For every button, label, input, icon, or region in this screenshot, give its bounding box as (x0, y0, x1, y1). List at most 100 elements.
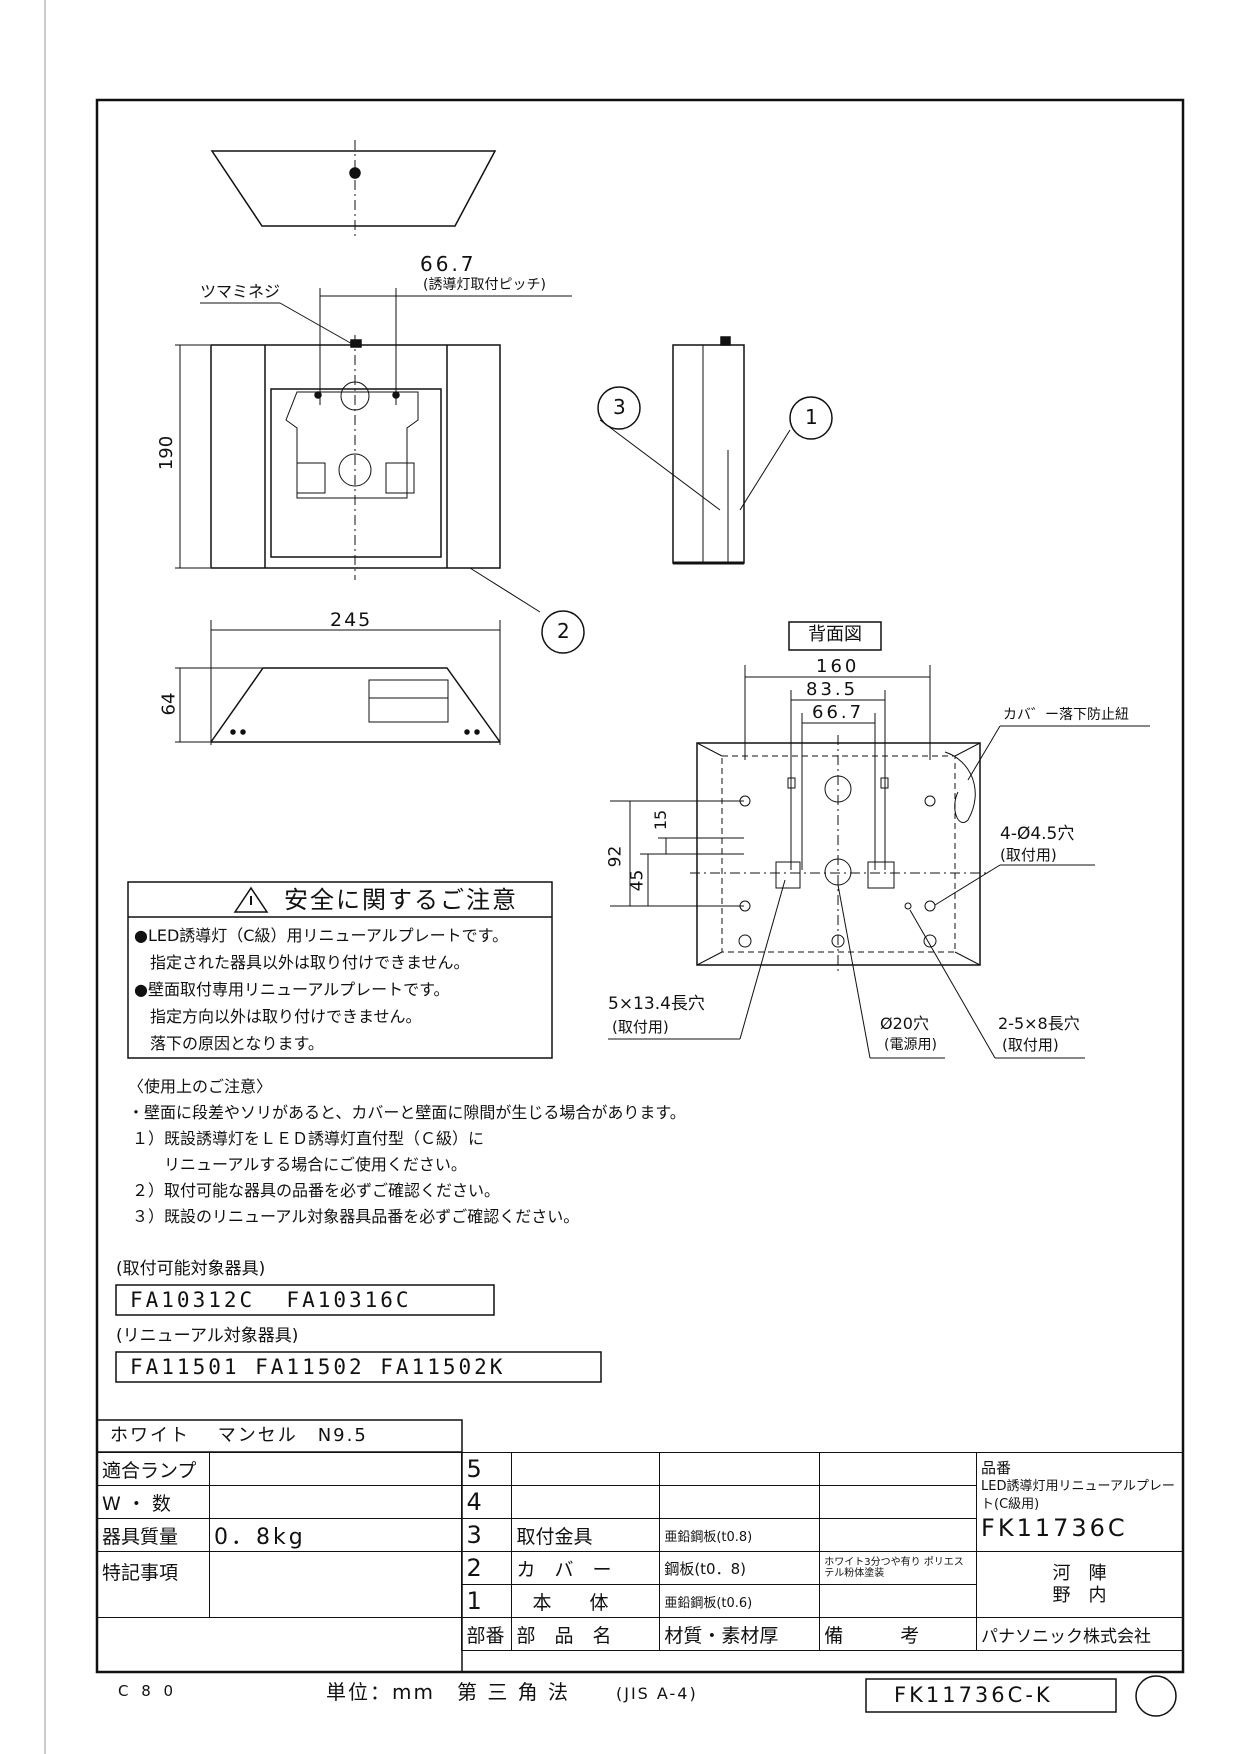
table-row: 特記事項 2 カ バ ー 鋼板(t0．8) ホワイト3分つや有り ポリエステル粉… (97, 1551, 1183, 1618)
header-material: 材質・素材厚 (659, 1617, 821, 1651)
slot-5x13-use: (取付用) (612, 1018, 669, 1036)
renewal-heading: (リニューアル対象器具) (116, 1326, 299, 1346)
safety-line: 指定された器具以外は取り付けできません。 (134, 953, 470, 972)
part-material: 亜鉛鋼板(t0.6) (659, 1584, 821, 1618)
callout-1: 1 (805, 405, 818, 429)
product-code: FK11736C (981, 1514, 1128, 1542)
side-view-outline (672, 344, 745, 564)
part-material: 鋼板(t0．8) (659, 1551, 821, 1585)
safety-line: ●壁面取付専用リニューアルプレートです。 (134, 980, 450, 999)
thumbscrew-label: ツマミネジ (200, 282, 281, 301)
part-material (659, 1485, 821, 1519)
dim-160: 160 (816, 656, 860, 677)
blank-cell (97, 1617, 463, 1651)
compatible-models: FA10312C FA10316C (130, 1288, 412, 1312)
color-spec: ホワイト マンセル N9.5 (110, 1425, 368, 1446)
renewal-models: FA11501 FA11502 FA11502K (130, 1355, 506, 1379)
safety-line: ●LED誘導灯（C級）用リニューアルプレートです。 (134, 926, 509, 945)
holes-4-use: (取付用) (1000, 846, 1057, 864)
callout-3: 3 (613, 395, 626, 419)
row-label: 特記事項 (97, 1551, 210, 1618)
row-value: 0．8kg (208, 1518, 463, 1552)
table-row: W ・ 数 4 (97, 1485, 1183, 1519)
header-part: 部 品 名 (511, 1617, 661, 1651)
part-number: 4 (461, 1485, 513, 1519)
part-number: 3 (461, 1518, 513, 1552)
signature-1: 河 陣 (1052, 1562, 1107, 1584)
code-left: C 8 0 (118, 1682, 178, 1700)
drawing-number: FK11736C-K (894, 1683, 1053, 1707)
safety-line: 落下の原因となります。 (134, 1034, 324, 1053)
header-note: 備 考 (819, 1617, 978, 1651)
row-value (208, 1551, 463, 1618)
dim-66-7: 66.7 (812, 702, 865, 723)
title-block: 適合ランプ 5 品番 LED誘導灯用リニューアルプレート(C級用) FK1173… (97, 1452, 1183, 1651)
depth-dimension: 64 (158, 692, 180, 716)
part-note: ホワイト3分つや有り ポリエステル粉体塗装 (819, 1551, 978, 1585)
height-dimension: 190 (156, 435, 178, 471)
row-value (208, 1452, 463, 1486)
row-label: W ・ 数 (97, 1485, 210, 1519)
pitch-dimension: 66.7 (420, 252, 477, 276)
safety-title: 安全に関するご注意 (284, 886, 518, 914)
table-header-row: 部番 部 品 名 材質・素材厚 備 考 パナソニック株式会社 (97, 1617, 1183, 1651)
safety-lines: ●LED誘導灯（C級）用リニューアルプレートです。 指定された器具以外は取り付け… (134, 922, 508, 1057)
signature-2: 野 内 (1052, 1584, 1107, 1606)
part-note (819, 1584, 978, 1618)
hole-20-label: Ø20穴 (880, 1014, 929, 1033)
usage-line: ３）既設のリニューアル対象器具品番を必ずご確認ください。 (132, 1207, 580, 1226)
table-row: 1 本 体 亜鉛鋼板(t0.6) (98, 1584, 1183, 1618)
part-name: 本 体 (511, 1584, 661, 1618)
pitch-note: (誘導灯取付ピッチ) (423, 277, 546, 293)
width-dimension: 245 (330, 609, 373, 631)
part-number: 5 (461, 1452, 513, 1486)
product-desc: LED誘導灯用リニューアルプレート(C級用) (981, 1479, 1175, 1512)
part-name (511, 1485, 661, 1519)
usage-line: ・壁面に段差やソリがあると、カバーと壁面に隙間が生じる場合があります。 (128, 1103, 686, 1122)
hole-20-use: (電源用) (884, 1037, 937, 1053)
part-note (819, 1452, 978, 1486)
part-name: カ バ ー (511, 1551, 661, 1585)
usage-heading: 〈使用上のご注意〉 (128, 1077, 273, 1096)
holes-4-label: 4-Ø4.5穴 (1000, 824, 1075, 844)
signature-cell: 河 陣 野 内 (976, 1551, 1183, 1618)
callout-2: 2 (557, 619, 570, 643)
part-note (819, 1518, 978, 1552)
product-label: 品番 (981, 1459, 1012, 1477)
standard-label: (JIS A-4) (616, 1684, 698, 1703)
part-number: 2 (461, 1551, 513, 1585)
slot-2-5x8-label: 2-5×8長穴 (998, 1014, 1080, 1033)
part-material (659, 1452, 821, 1486)
dim-83-5: 83.5 (806, 679, 859, 700)
rear-view-title: 背面図 (808, 624, 862, 645)
unit-label: 単位：mm 第 三 角 法 (326, 1680, 571, 1704)
dim-92: 92 (605, 845, 626, 868)
slot-5x13-label: 5×13.4長穴 (608, 994, 705, 1014)
callout-2-circle (541, 610, 585, 654)
compatible-heading: (取付可能対象器具) (116, 1259, 266, 1279)
part-name: 取付金具 (511, 1518, 661, 1552)
callout-3-circle (597, 386, 641, 430)
part-material: 亜鉛鋼板(t0.8) (659, 1518, 821, 1552)
product-cell: 品番 LED誘導灯用リニューアルプレート(C級用) FK11736C (976, 1452, 1183, 1552)
part-number: 1 (461, 1584, 513, 1618)
company: パナソニック株式会社 (976, 1617, 1183, 1651)
usage-line: ２）取付可能な器具の品番を必ずご確認ください。 (132, 1181, 501, 1200)
table-row: 適合ランプ 5 品番 LED誘導灯用リニューアルプレート(C級用) FK1173… (97, 1452, 1183, 1552)
safety-line: 指定方向以外は取り付けできません。 (134, 1007, 422, 1026)
slot-2-5x8-use: (取付用) (1002, 1036, 1059, 1054)
top-view-outline (210, 150, 497, 227)
callout-1-circle (789, 396, 833, 440)
row-label: 適合ランプ (97, 1452, 210, 1486)
dim-45: 45 (627, 869, 648, 892)
row-value (208, 1485, 463, 1519)
usage-notes: 〈使用上のご注意〉 ・壁面に段差やソリがあると、カバーと壁面に隙間が生じる場合が… (128, 1074, 686, 1230)
usage-line: １）既設誘導灯をＬＥＤ誘導灯直付型（Ｃ級）に (132, 1129, 485, 1148)
row-label: 器具質量 (97, 1518, 210, 1552)
part-name (511, 1452, 661, 1486)
cord-label: カバ゛ー落下防止紐 (1003, 707, 1129, 723)
part-note (819, 1485, 978, 1519)
header-no: 部番 (461, 1617, 513, 1651)
usage-line: リニューアルする場合にご使用ください。 (132, 1155, 467, 1174)
